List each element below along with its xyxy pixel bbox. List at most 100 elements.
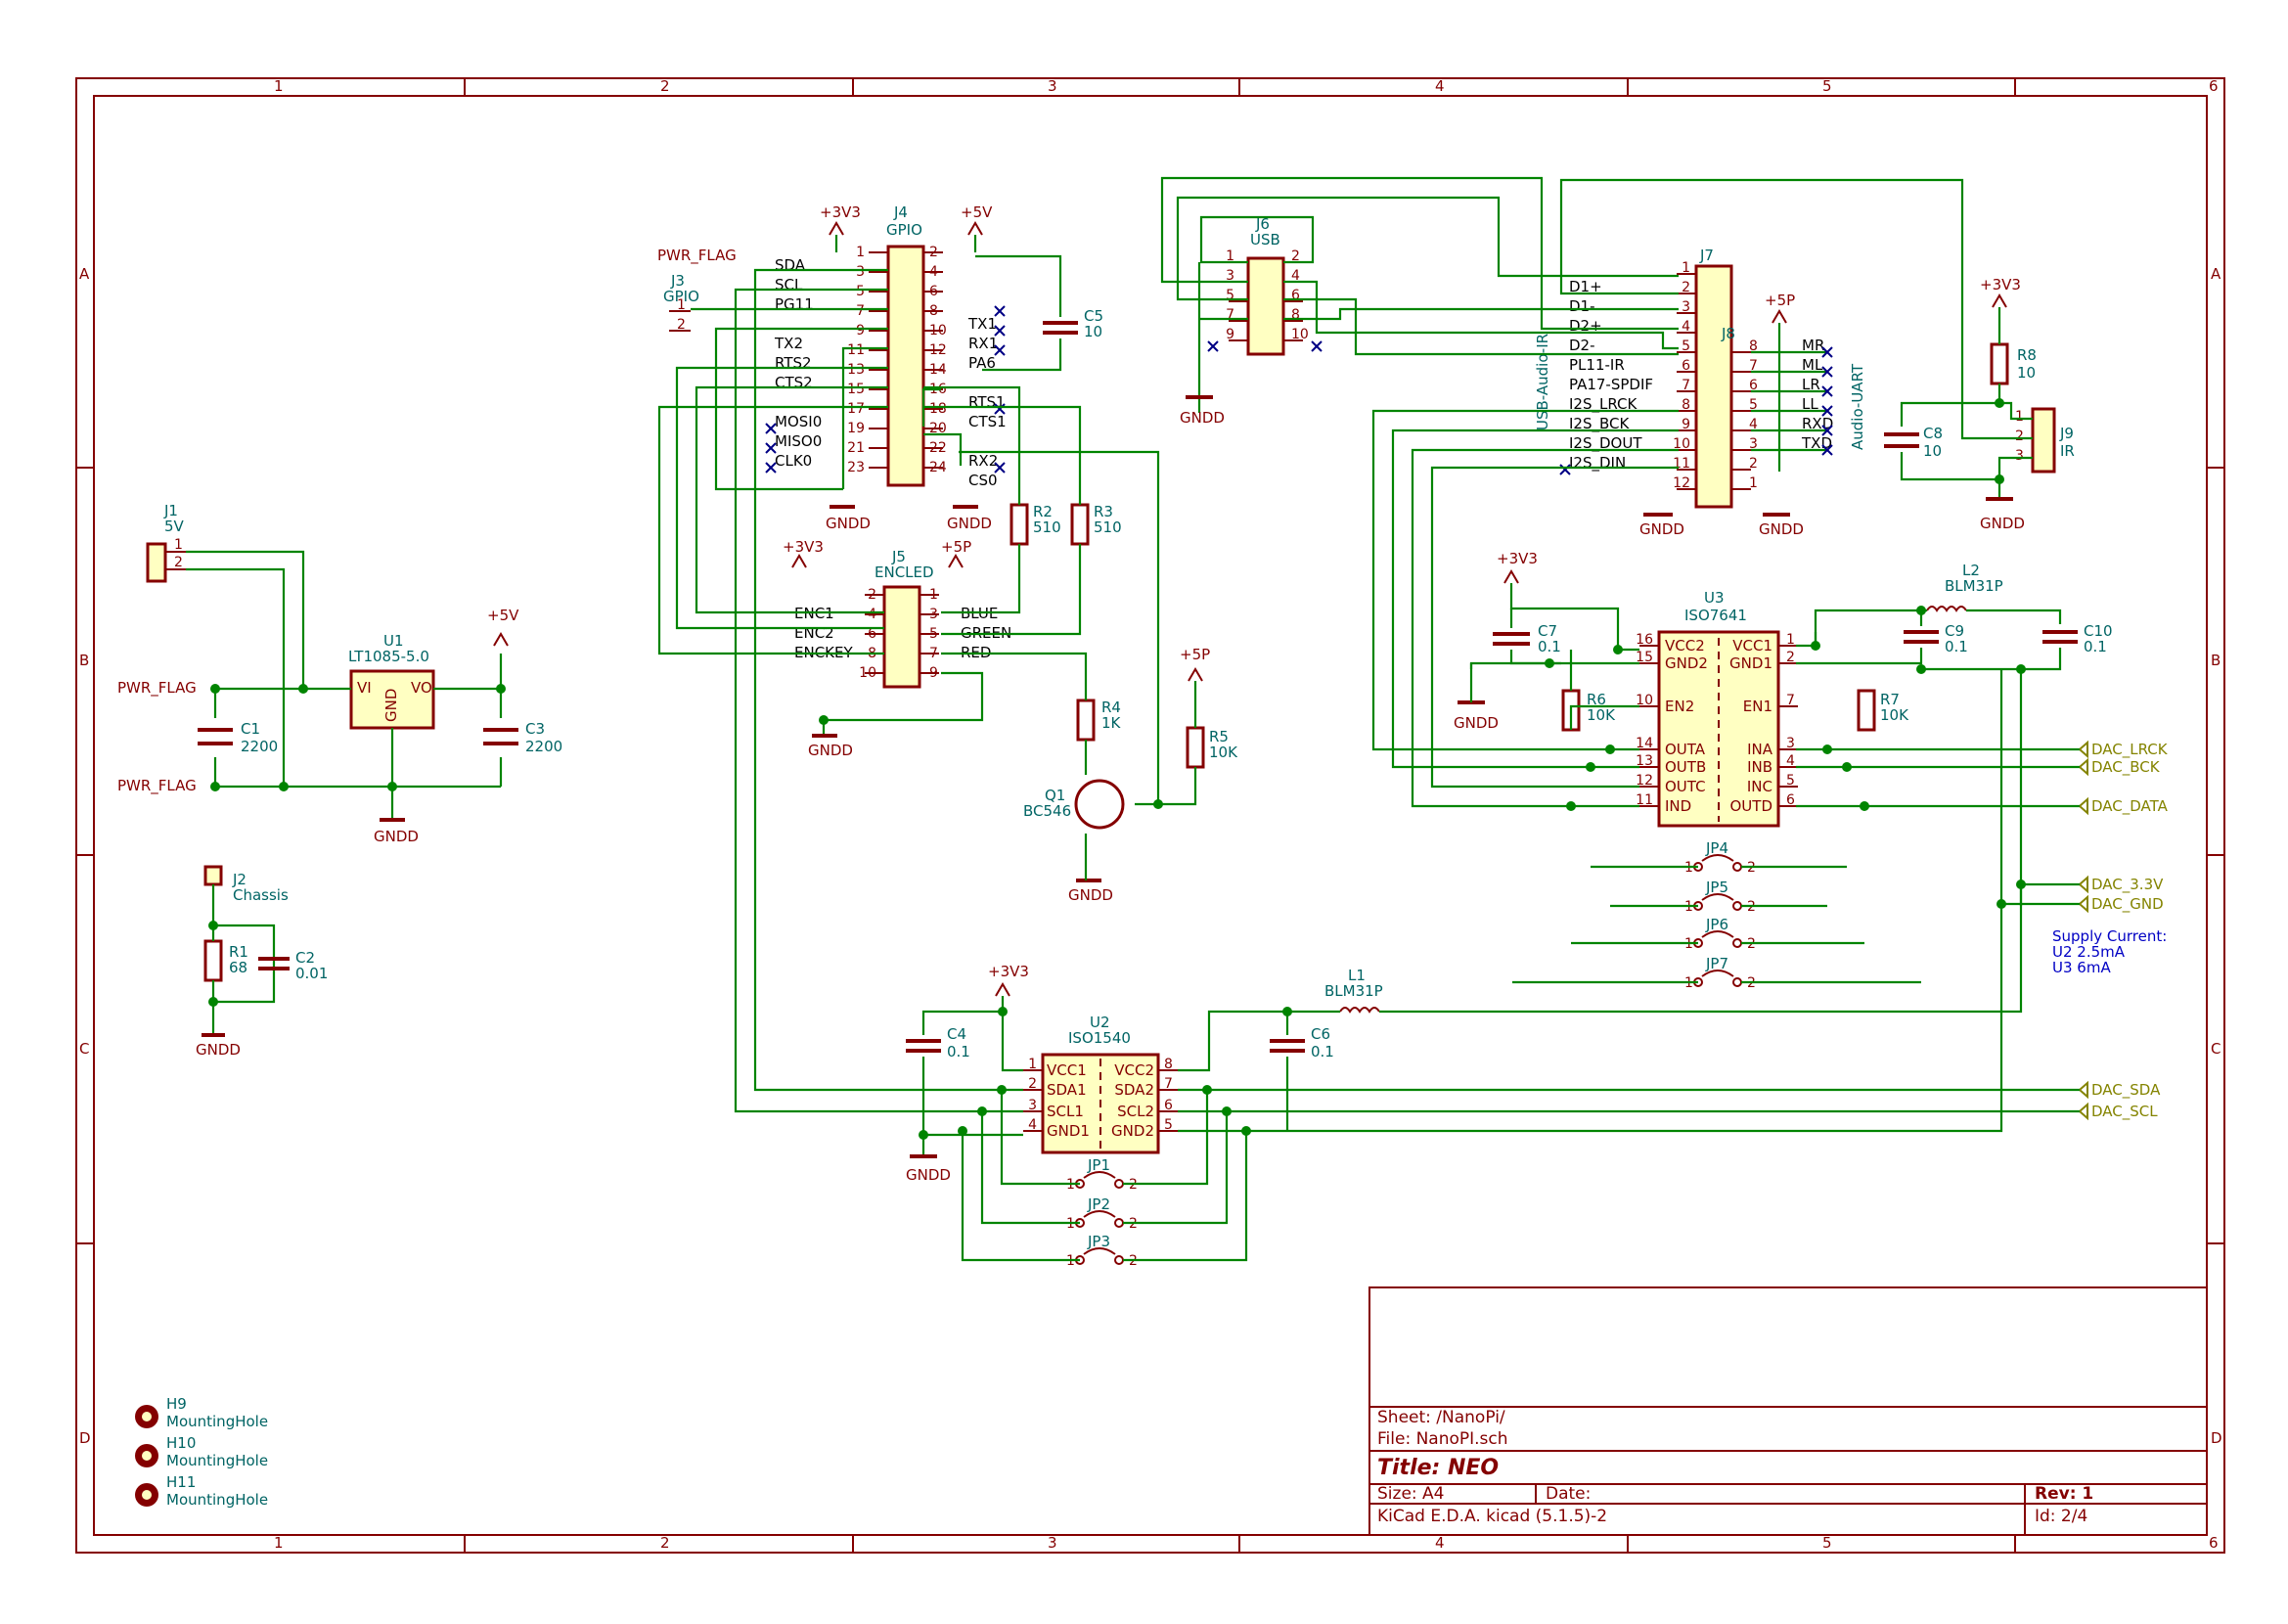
jumper-pad (1732, 862, 1742, 872)
j4-net-label: PA6 (968, 354, 996, 372)
j4-pin-num: 10 (929, 323, 947, 338)
u2-pin-num: 3 (1028, 1098, 1037, 1113)
j7-pin-num: 8 (1682, 397, 1690, 413)
svg-text:J5: J5 (891, 548, 906, 565)
j4-net-label: PG11 (775, 295, 814, 313)
no-connect-marker (994, 344, 1006, 356)
svg-text:C3: C3 (525, 720, 545, 738)
j6-pin-num: 6 (1291, 288, 1300, 303)
u3-pin-name: IND (1665, 797, 1691, 815)
svg-text:+3V3: +3V3 (820, 203, 861, 221)
j4-pin-num: 23 (847, 460, 865, 475)
no-connect-marker (1821, 405, 1833, 417)
j4-pin-num: 1 (856, 245, 865, 260)
j8-pin-num: 3 (1749, 436, 1758, 452)
j4-pin-num: 17 (847, 401, 865, 417)
jumper-arc (1083, 1210, 1116, 1218)
j5-pin-num: 1 (929, 587, 938, 603)
svg-text:+3V3: +3V3 (1980, 276, 2021, 293)
j4-net-label: MISO0 (775, 432, 822, 450)
j7-pin-num: 7 (1682, 378, 1690, 393)
u3-pin-name: EN2 (1665, 698, 1694, 715)
svg-text:R5: R5 (1209, 728, 1229, 745)
col-label: 1 (274, 77, 284, 95)
svg-text:0.1: 0.1 (1311, 1043, 1334, 1060)
j4-pin-num: 8 (929, 303, 938, 319)
jumper-ref: JP5 (1705, 879, 1728, 896)
u2-pin-num: 2 (1028, 1076, 1037, 1092)
j4-pin-num: 9 (856, 323, 865, 338)
u1-value: LT1085-5.0 (348, 648, 429, 665)
u3-pin-num: 10 (1636, 693, 1653, 708)
col-label: 4 (1435, 77, 1445, 95)
j7-net-label: PL11-IR (1569, 356, 1625, 374)
u2-pin-num: 4 (1028, 1117, 1037, 1133)
svg-text:+5P: +5P (941, 538, 971, 556)
j6-pin-num: 5 (1226, 288, 1234, 303)
jumper-pad (1114, 1179, 1124, 1189)
j4-net-label: TX2 (774, 335, 803, 352)
j6-pin-num: 4 (1291, 268, 1300, 284)
j4-pin-num: 20 (929, 421, 947, 436)
u1-regulator (349, 669, 435, 730)
svg-text:GNDD: GNDD (1068, 886, 1113, 904)
svg-text:ISO7641: ISO7641 (1684, 607, 1747, 624)
j8-pin-num: 8 (1749, 338, 1758, 354)
j7-net-label: D2+ (1569, 317, 1602, 335)
svg-text:GNDD: GNDD (808, 742, 853, 759)
u3-pin-name: VCC1 (1732, 637, 1772, 654)
u3-pin-num: 7 (1786, 693, 1795, 708)
svg-text:R6: R6 (1587, 691, 1606, 708)
u3-pin-num: 13 (1636, 753, 1653, 769)
no-connect-marker (1311, 340, 1323, 352)
u2-pin-name: SCL2 (1117, 1103, 1154, 1120)
supply-current-note: Supply Current: U2 2.5mA U3 6mA (2052, 927, 2167, 976)
jumper-ref: JP7 (1705, 955, 1728, 972)
svg-text:BLM31P: BLM31P (1945, 577, 2003, 595)
j7-pin-num: 9 (1682, 417, 1690, 432)
svg-text:2200: 2200 (525, 738, 562, 755)
tb-rev: Rev: 1 (2035, 1484, 2093, 1504)
global-label-flag (2078, 894, 2088, 914)
u3-pin-num: 4 (1786, 753, 1795, 769)
svg-text:MountingHole: MountingHole (166, 1452, 268, 1469)
row-label: B (79, 652, 89, 669)
svg-text:0.1: 0.1 (1945, 638, 1968, 655)
global-label: DAC_GND (2091, 895, 2164, 914)
j4-pin-num: 18 (929, 401, 947, 417)
j8-net-label: ML (1802, 356, 1823, 374)
svg-text:J8: J8 (1721, 325, 1735, 342)
jumper-arc (1701, 854, 1734, 862)
u3-pin-num: 3 (1786, 736, 1795, 751)
u2-pin-name: GND1 (1047, 1122, 1090, 1140)
j6-pin-num: 3 (1226, 268, 1234, 284)
u2-pin-name: SDA1 (1047, 1081, 1087, 1099)
svg-text:H9: H9 (166, 1395, 187, 1413)
svg-text:10: 10 (1923, 442, 1942, 460)
global-label-flag (2078, 740, 2088, 759)
u3-pin-name: OUTB (1665, 758, 1706, 776)
svg-text:0.01: 0.01 (295, 965, 328, 982)
j7-net-label: D1- (1569, 297, 1595, 315)
svg-text:10K: 10K (1587, 706, 1616, 724)
svg-text:U2: U2 (1090, 1014, 1110, 1031)
u3-pin-num: 11 (1636, 792, 1653, 808)
l2-inductor (1926, 606, 1967, 612)
svg-text:C5: C5 (1084, 307, 1103, 325)
svg-text:R8: R8 (2017, 346, 2037, 364)
j7-net-label: D2- (1569, 337, 1595, 354)
svg-text:2: 2 (677, 317, 686, 333)
svg-text:GNDD: GNDD (826, 515, 871, 532)
svg-text:3: 3 (2015, 448, 2024, 464)
jumper-arc (1701, 970, 1734, 977)
svg-text:ISO1540: ISO1540 (1068, 1029, 1131, 1047)
svg-text:L1: L1 (1348, 967, 1366, 984)
j4-net-label: CLK0 (775, 452, 812, 470)
svg-text:PWR_FLAG: PWR_FLAG (657, 247, 737, 265)
j5-pin-num: 9 (929, 665, 938, 681)
u2-pin-num: 7 (1164, 1076, 1173, 1092)
